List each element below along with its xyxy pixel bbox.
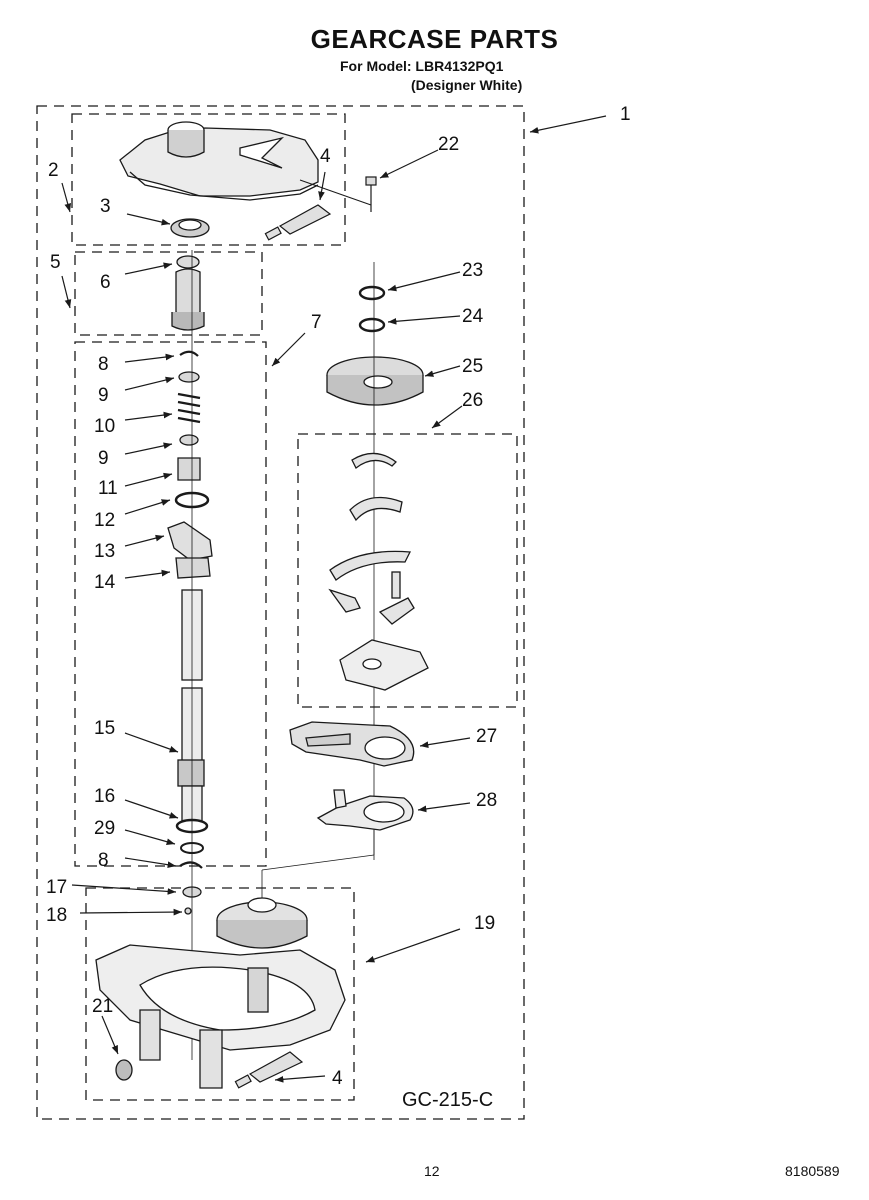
bearing-6 [171,255,205,331]
group-box-2 [71,113,346,246]
callout: 27 [476,726,497,747]
page-number: 12 [424,1163,440,1179]
callout: 3 [100,196,111,217]
page-title: GEARCASE PARTS [310,24,559,54]
screw-22 [365,176,377,212]
callout: 18 [46,905,67,926]
callout: 21 [92,996,113,1017]
assembly-box-1 [36,105,525,1120]
group-box-5 [74,251,263,336]
callout: 4 [320,146,331,167]
seal-3 [170,218,210,238]
group-box-19 [85,887,355,1101]
lever-27 [289,721,415,767]
group-box-26 [297,433,518,708]
callout: 12 [94,510,115,531]
gear-subassembly-26 [328,452,429,691]
callout: 15 [94,718,115,739]
callout: 9 [98,385,109,406]
gearcase-housing [95,897,346,1089]
callout: 14 [94,572,116,593]
callout: 16 [94,786,115,807]
callout: 1 [620,104,631,125]
right-stack [326,285,424,406]
callout: 2 [48,160,59,181]
grease-tube-top [264,204,332,241]
callout: 25 [462,356,483,377]
shaft-parts [167,350,213,915]
gearcase-cover [119,121,319,201]
callout: 28 [476,790,497,811]
callout: 8 [98,850,109,871]
grease-tube-bottom [234,1051,304,1089]
callout: 10 [94,416,115,437]
figure-code: GC-215-C [402,1089,493,1111]
callout: 9 [98,448,109,469]
callout: 23 [462,260,483,281]
callout: 11 [98,478,118,499]
callout: 17 [46,877,67,898]
callout: 13 [94,541,115,562]
callout-labels: 1 2 3 4 5 6 7 8 9 10 9 11 12 13 14 15 16… [46,104,631,1089]
callout: 8 [98,354,109,375]
callout: 24 [462,306,484,327]
callout: 26 [462,390,483,411]
callout: 5 [50,252,61,273]
model-number: For Model: LBR4132PQ1 [340,58,504,74]
callout: 7 [311,312,322,333]
model-color: (Designer White) [411,77,523,93]
callout: 29 [94,818,115,839]
callout: 19 [474,913,495,934]
callout: 22 [438,134,459,155]
bracket-28 [316,789,414,831]
callout: 4 [332,1068,343,1089]
document-number: 8180589 [785,1163,840,1179]
callout: 6 [100,272,111,293]
